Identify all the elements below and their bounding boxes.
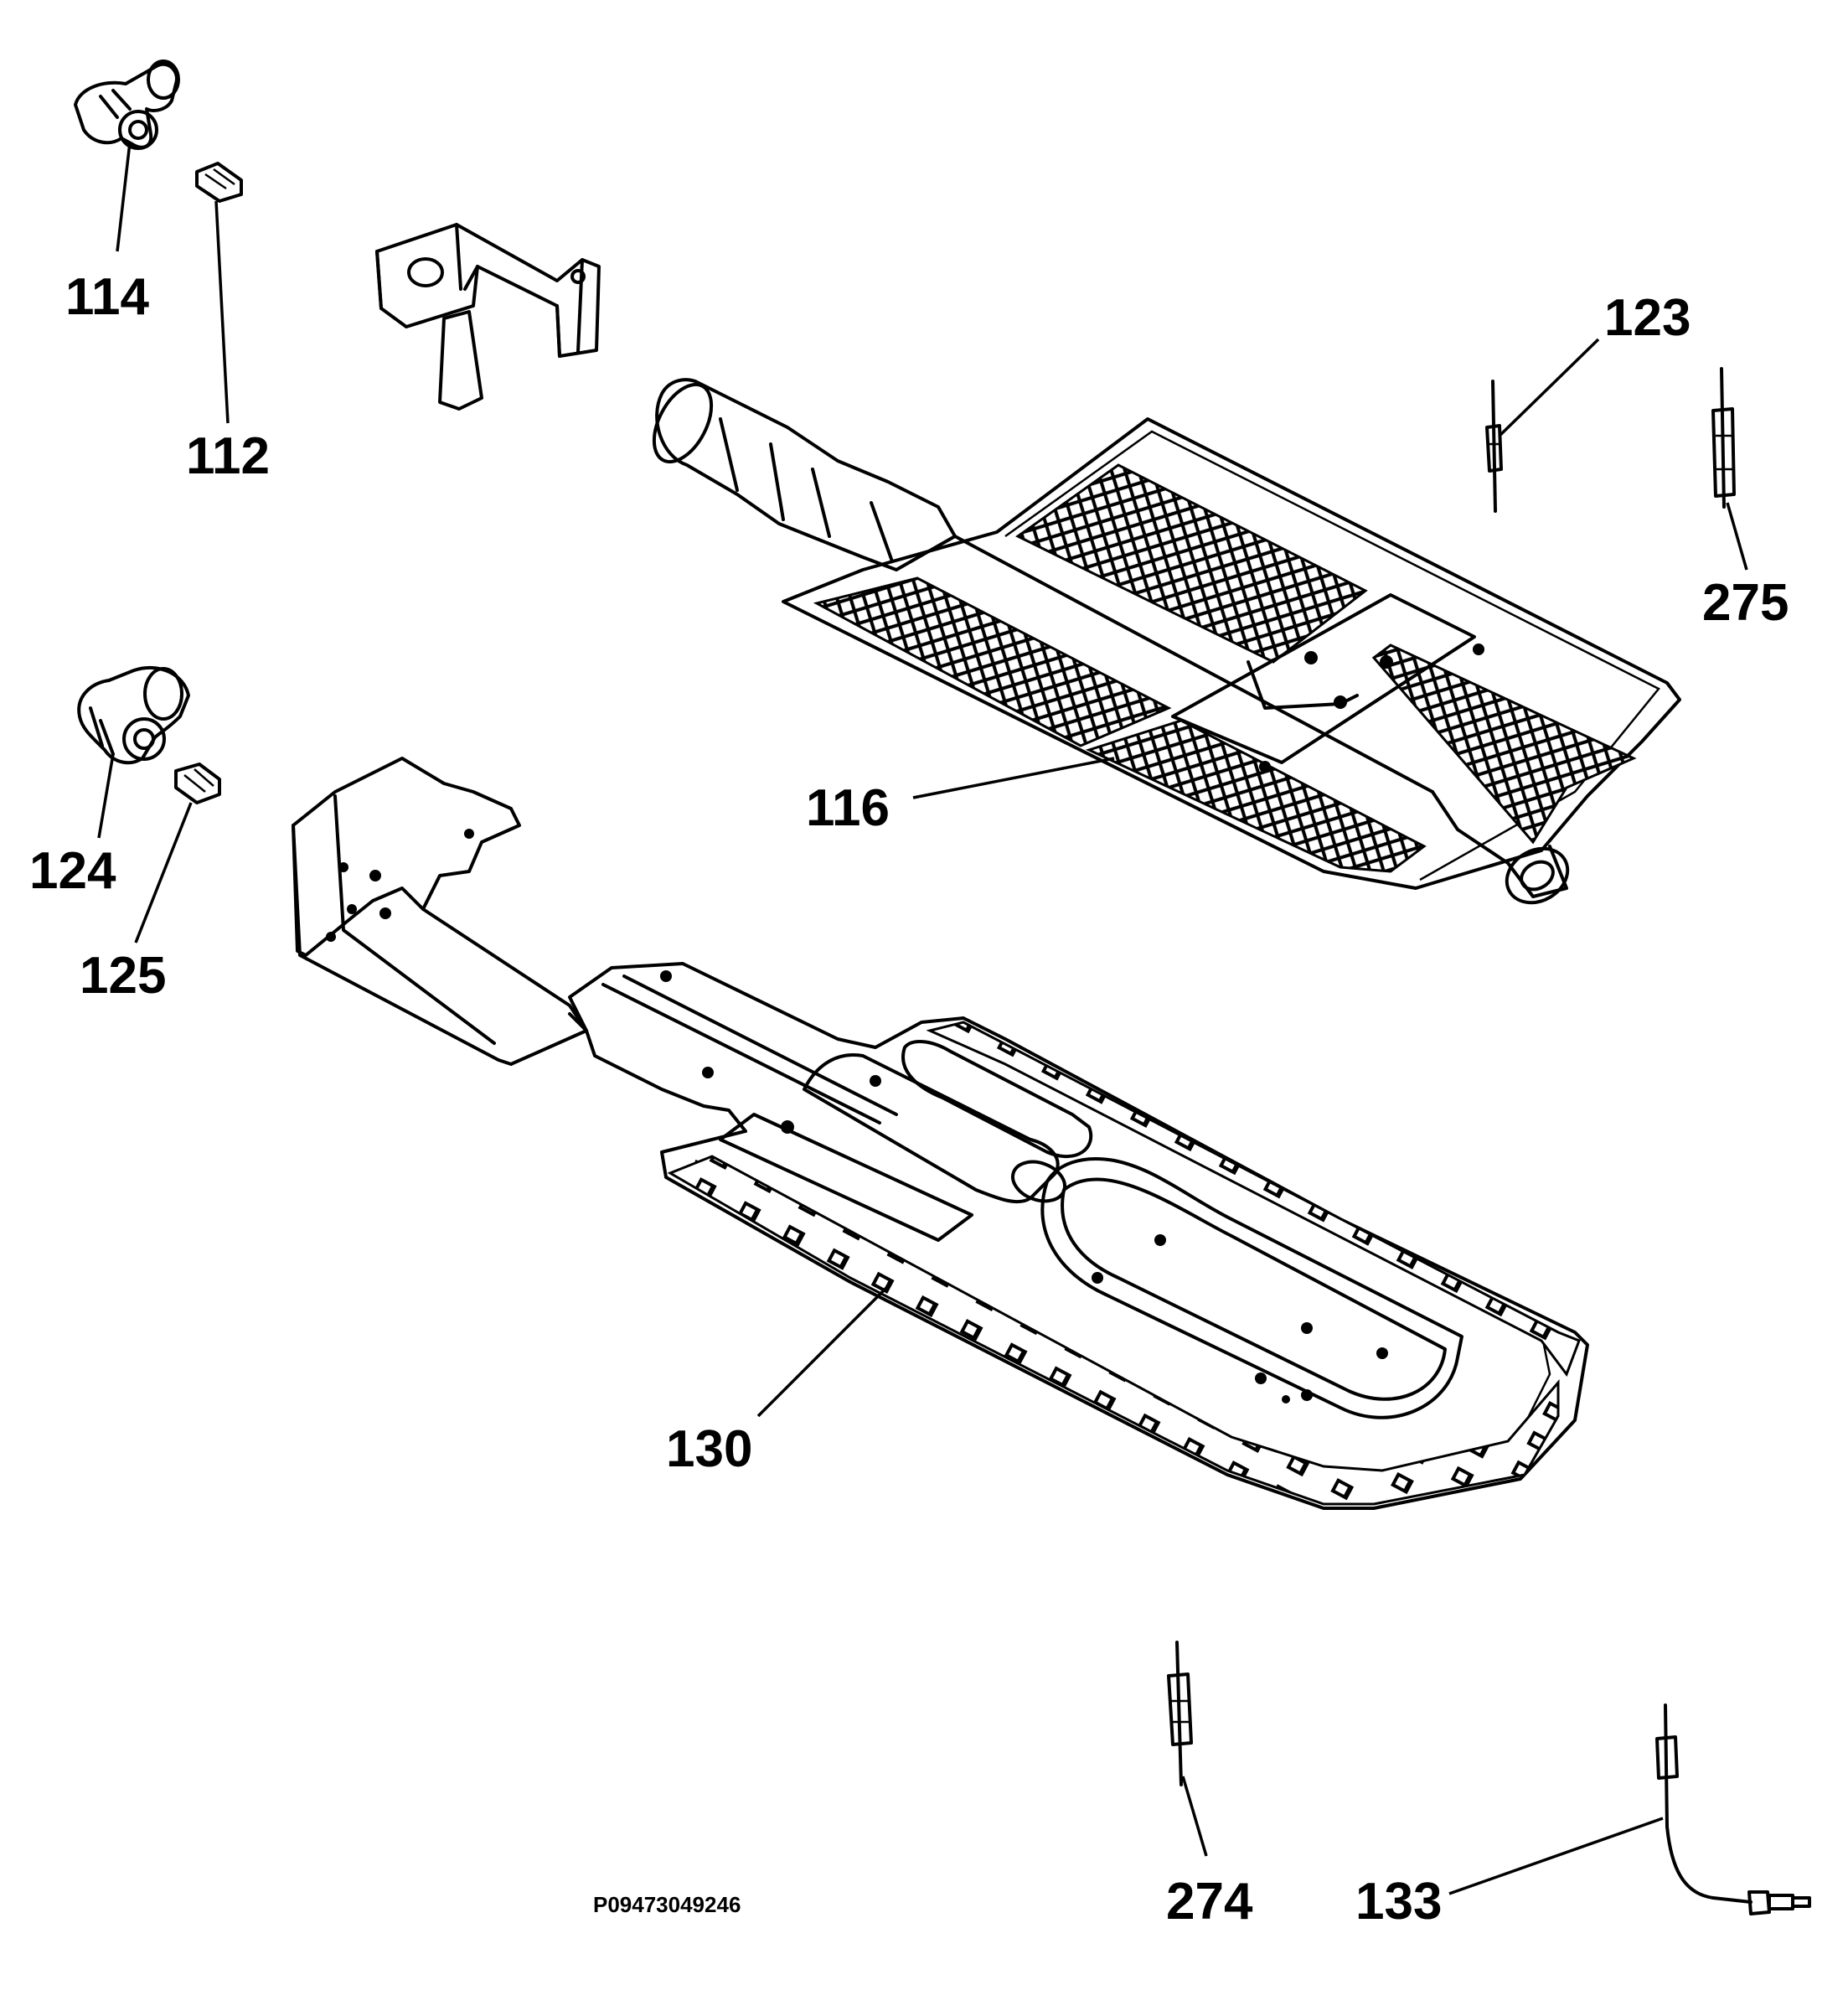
leader-125 <box>134 802 193 943</box>
part-133-thermocouple <box>1655 1703 1811 1915</box>
leader-130 <box>756 1285 890 1418</box>
part-125-nut <box>174 763 221 804</box>
label-116: 116 <box>806 779 890 837</box>
upper-bracket <box>375 223 601 411</box>
leader-123 <box>1498 338 1600 437</box>
label-112: 112 <box>186 427 270 485</box>
part-275-thermocouple <box>1711 367 1736 509</box>
part-130-lower-burner <box>292 757 1589 1510</box>
leader-133 <box>1448 1817 1664 1895</box>
part-112-nut <box>195 162 243 203</box>
label-114: 114 <box>65 268 150 326</box>
label-125: 125 <box>80 947 166 1005</box>
part-116-upper-burner <box>652 378 1681 905</box>
part-114-valve <box>74 59 180 150</box>
part-123-electrode <box>1485 380 1503 513</box>
label-275: 275 <box>1702 574 1789 632</box>
label-274: 274 <box>1166 1873 1253 1931</box>
leader-112 <box>214 200 230 424</box>
document-code: P09473049246 <box>593 1892 741 1917</box>
part-274-electrode <box>1167 1641 1193 1786</box>
part-124-valve <box>77 665 190 765</box>
leader-114 <box>116 142 132 252</box>
leader-275 <box>1726 502 1748 571</box>
label-133: 133 <box>1355 1873 1442 1931</box>
leader-274 <box>1181 1776 1208 1857</box>
label-124: 124 <box>29 842 116 900</box>
label-130: 130 <box>666 1420 752 1478</box>
leader-116 <box>912 757 1115 799</box>
label-123: 123 <box>1604 289 1691 347</box>
leader-124 <box>97 753 115 839</box>
